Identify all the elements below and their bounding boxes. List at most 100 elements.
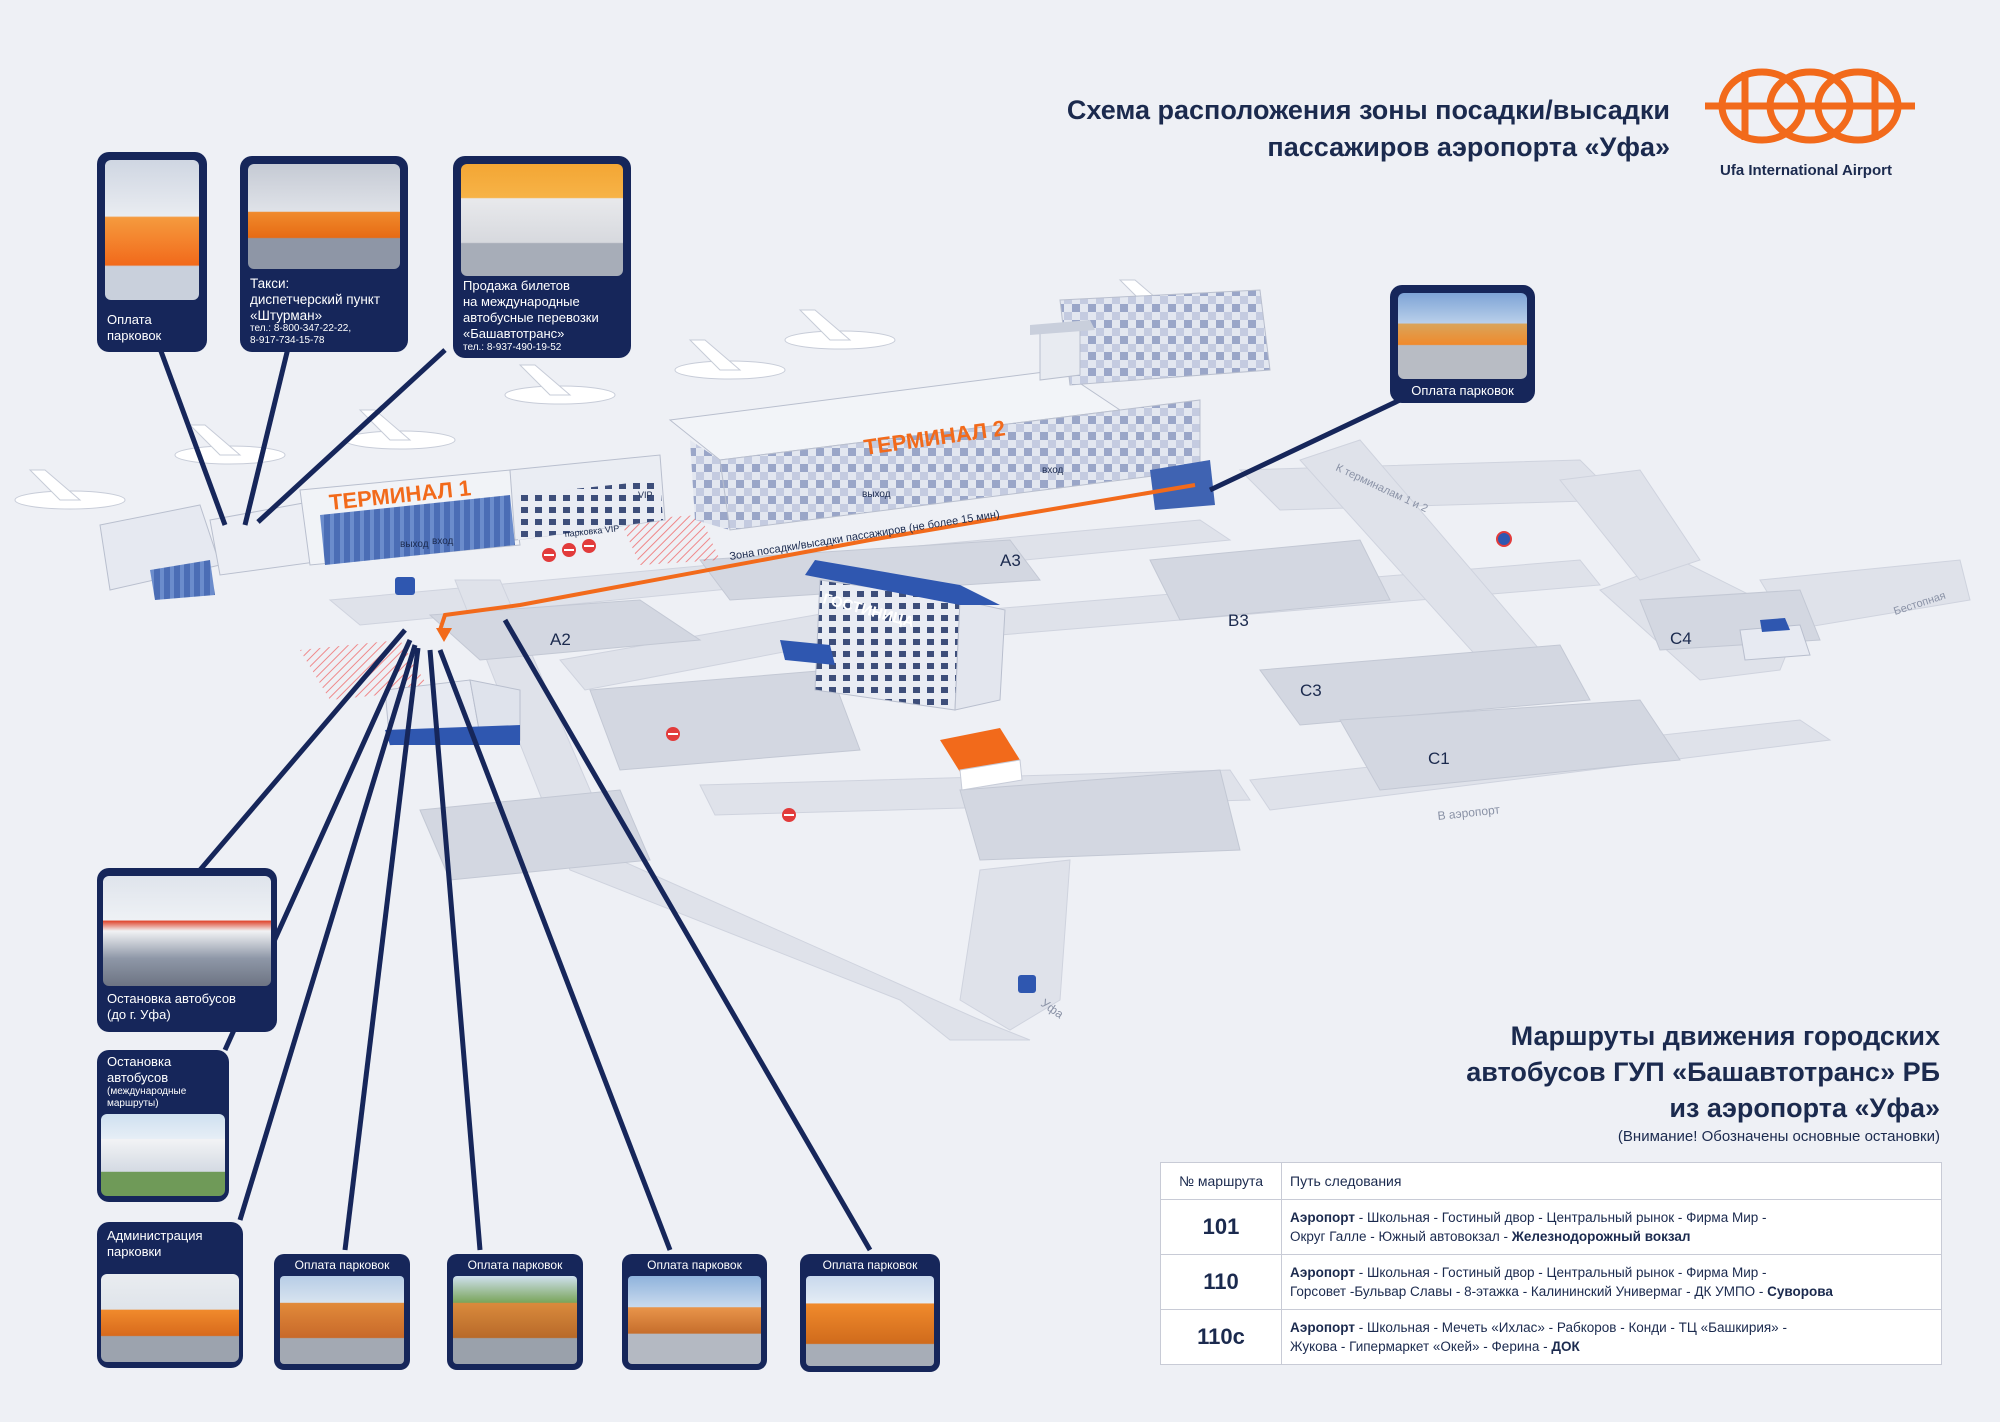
photo-parking-kiosk bbox=[806, 1276, 934, 1366]
airport-logo: Ufa International Airport bbox=[1700, 64, 1940, 194]
card-bottom-parking-4: Оплата парковок bbox=[800, 1254, 940, 1372]
card-caption: Администрация парковки bbox=[107, 1228, 203, 1259]
card-parking-payment-right: Оплата парковок bbox=[1390, 285, 1535, 403]
parking-label-c3: C3 bbox=[1300, 681, 1322, 700]
route-path: Аэропорт - Школьная - Мечеть «Ихлас» - Р… bbox=[1281, 1309, 1942, 1365]
routes-table-header: № маршрута Путь следования bbox=[1160, 1162, 1942, 1200]
t2-entry-label: вход bbox=[1042, 465, 1064, 476]
terminal-1-building bbox=[99, 454, 666, 600]
card-parking-admin: Администрация парковки bbox=[97, 1222, 243, 1368]
card-caption: Оплата парковок bbox=[107, 312, 162, 343]
card-caption: Оплата парковок bbox=[647, 1258, 742, 1272]
routes-note: (Внимание! Обозначены основные остановки… bbox=[1617, 1128, 1940, 1145]
route-path: Аэропорт - Школьная - Гостиный двор - Це… bbox=[1281, 1254, 1942, 1310]
routes-title-line1: Маршруты движения городских bbox=[1510, 1021, 1940, 1051]
route-stops-2: Горсовет -Бульвар Славы - 8-этажка - Кал… bbox=[1290, 1284, 1768, 1299]
dropoff-route-arrow bbox=[436, 628, 452, 642]
road-to-ufa-label: Уфа bbox=[1038, 996, 1066, 1022]
routes-title: Маршруты движения городских автобусов ГУ… bbox=[1466, 1018, 1940, 1126]
gas-station bbox=[940, 728, 1023, 791]
routes-title-line3: из аэропорта «Уфа» bbox=[1669, 1093, 1940, 1123]
parking-central bbox=[589, 669, 861, 771]
route-start: Аэропорт bbox=[1290, 1265, 1355, 1280]
parking-label-a3: A3 bbox=[1000, 551, 1021, 570]
card-bus-stop-intl: Остановка автобусов (международные маршр… bbox=[97, 1050, 229, 1202]
card-caption: Такси: диспетчерский пункт «Штурман» bbox=[250, 276, 381, 323]
page-title-line1: Схема расположения зоны посадки/высадки bbox=[1066, 95, 1670, 125]
c4-pavilion bbox=[1739, 618, 1811, 661]
airport-logo-icon bbox=[1705, 68, 1915, 144]
route-start: Аэропорт bbox=[1290, 1320, 1355, 1335]
route-number: 110с bbox=[1160, 1309, 1282, 1365]
photo-parking-terminal bbox=[105, 160, 199, 300]
route-number: 110 bbox=[1160, 1254, 1282, 1310]
card-phone: тел.: 8-937-490-19-52 bbox=[463, 342, 562, 353]
routes-title-line2: автобусов ГУП «Башавтотранс» РБ bbox=[1466, 1057, 1940, 1087]
photo-bus-stop-intl bbox=[101, 1114, 225, 1196]
t2-exit-label: выход bbox=[862, 489, 891, 500]
card-bottom-parking-3: Оплата парковок bbox=[622, 1254, 767, 1370]
photo-parking-kiosk bbox=[453, 1276, 577, 1364]
route-end: Железнодорожный вокзал bbox=[1511, 1229, 1691, 1244]
route-start: Аэропорт bbox=[1290, 1210, 1355, 1225]
road-to-airport-label: В аэропорт bbox=[1437, 802, 1501, 823]
callout-lines bbox=[152, 334, 1402, 1252]
parking-label-a2: A2 bbox=[550, 630, 571, 649]
col-route-path: Путь следования bbox=[1281, 1162, 1942, 1200]
route-stops-1: - Школьная - Гостиный двор - Центральный… bbox=[1354, 1210, 1767, 1225]
parking-label-c1: C1 bbox=[1428, 749, 1450, 768]
card-caption: Оплата парковок bbox=[467, 1258, 563, 1272]
parking-b3 bbox=[1149, 539, 1391, 621]
route-end: ДОК bbox=[1551, 1339, 1580, 1354]
direction-sign-icon bbox=[1018, 975, 1036, 993]
card-caption: Остановка автобусов bbox=[107, 1054, 172, 1085]
table-row: 110с Аэропорт - Школьная - Мечеть «Ихлас… bbox=[1160, 1309, 1942, 1365]
card-caption: Оплата парковок bbox=[822, 1258, 918, 1272]
card-caption: Оплата парковок bbox=[294, 1258, 390, 1272]
parking-c1 bbox=[1339, 699, 1681, 791]
card-bottom-parking-1: Оплата парковок bbox=[274, 1254, 410, 1370]
photo-parking-admin bbox=[101, 1274, 239, 1362]
parking-a2 bbox=[428, 599, 702, 661]
route-path: Аэропорт - Школьная - Гостиный двор - Це… bbox=[1281, 1199, 1942, 1255]
vip-label: VIP bbox=[638, 490, 653, 500]
card-caption: Оплата парковок bbox=[1411, 383, 1514, 398]
photo-parking-kiosk bbox=[280, 1276, 404, 1364]
col-route-number: № маршрута bbox=[1160, 1162, 1282, 1200]
terminal-2-building bbox=[668, 289, 1271, 531]
photo-parking-kiosk bbox=[628, 1276, 761, 1364]
photo-bus-stop-city bbox=[103, 876, 271, 986]
airport-logo-caption: Ufa International Airport bbox=[1720, 162, 1892, 179]
route-stops-2: Жукова - Гипермаркет «Окей» - Ферина - bbox=[1290, 1339, 1552, 1354]
parking-south bbox=[959, 769, 1241, 861]
card-caption: Остановка автобусов (до г. Уфа) bbox=[107, 991, 236, 1022]
card-parking-payment-top: Оплата парковок bbox=[97, 152, 207, 352]
dropoff-route-line bbox=[438, 483, 1196, 631]
card-caption-small: (международные маршруты) bbox=[107, 1086, 187, 1109]
parking-label-b3: B3 bbox=[1228, 611, 1249, 630]
table-row: 101 Аэропорт - Школьная - Гостиный двор … bbox=[1160, 1199, 1942, 1255]
card-bus-stop-city: Остановка автобусов (до г. Уфа) bbox=[97, 868, 277, 1032]
t1-exit-label: выход bbox=[400, 539, 429, 550]
photo-taxi-desk bbox=[248, 164, 400, 269]
route-number: 101 bbox=[1160, 1199, 1282, 1255]
card-taxi: Такси: диспетчерский пункт «Штурман» тел… bbox=[240, 156, 408, 352]
route-end: Суворова bbox=[1767, 1284, 1833, 1299]
photo-ticket-office bbox=[461, 164, 623, 276]
routes-table: № маршрута Путь следования 101 Аэропорт … bbox=[1160, 1162, 1942, 1365]
route-stops-2: Округ Галле - Южный автовокзал - bbox=[1290, 1229, 1512, 1244]
no-stopping-zone-west bbox=[300, 640, 430, 700]
t1-entry-label: вход bbox=[432, 536, 454, 547]
parking-c3 bbox=[1259, 644, 1591, 726]
route-stops-1: - Школьная - Гостиный двор - Центральный… bbox=[1354, 1265, 1767, 1280]
card-phone: тел.: 8-800-347-22-22, 8-917-734-15-78 bbox=[250, 323, 352, 346]
no-entry-signs bbox=[542, 531, 1512, 822]
hotel-building bbox=[780, 560, 1006, 711]
no-stopping-zone-vip bbox=[620, 515, 720, 565]
photo-parking-kiosk bbox=[1398, 293, 1527, 379]
page-title: Схема расположения зоны посадки/высадки … bbox=[1067, 92, 1670, 166]
card-caption: Продажа билетов на международные автобус… bbox=[463, 278, 599, 341]
bus-stop-sign-icon bbox=[395, 577, 415, 595]
card-bottom-parking-2: Оплата парковок bbox=[447, 1254, 583, 1370]
